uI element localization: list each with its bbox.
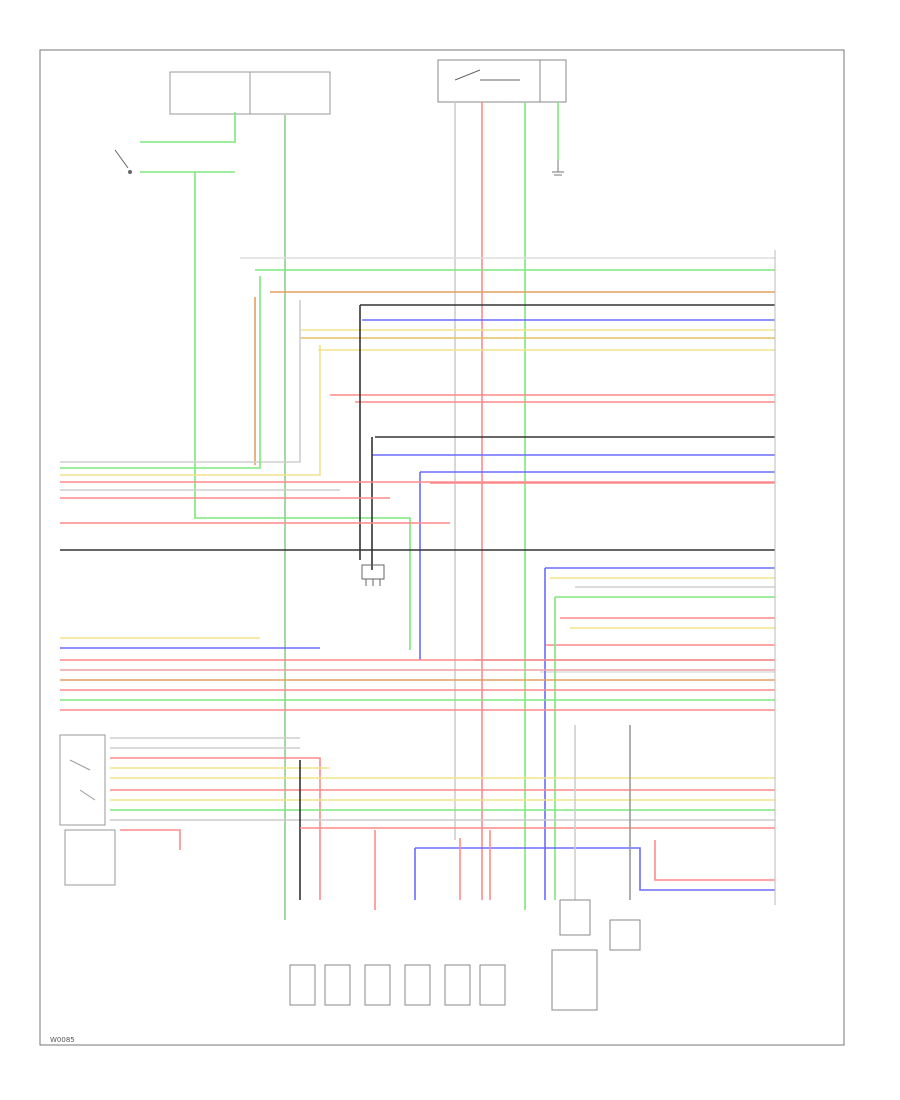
connector-block-right — [609, 919, 641, 951]
relay-box-icon — [437, 59, 567, 103]
sensor-block-6 — [479, 964, 506, 1006]
wire-traces — [60, 102, 775, 920]
left-connector-block-icon — [59, 734, 116, 886]
switch-contact-icon — [114, 149, 132, 174]
sensor-block-3 — [364, 964, 391, 1006]
sensor-block-2 — [324, 964, 351, 1006]
sensor-block-5 — [444, 964, 471, 1006]
connector-block-left — [551, 949, 598, 1011]
sensor-blocks — [289, 899, 641, 1011]
sensor-block-1 — [289, 964, 316, 1006]
sensor-block-4 — [404, 964, 431, 1006]
ground-symbol-icon — [552, 160, 564, 176]
center-ground-symbol-icon — [361, 564, 385, 586]
diagram-frame — [39, 49, 845, 1046]
footer-code: W0085 — [50, 1036, 75, 1044]
